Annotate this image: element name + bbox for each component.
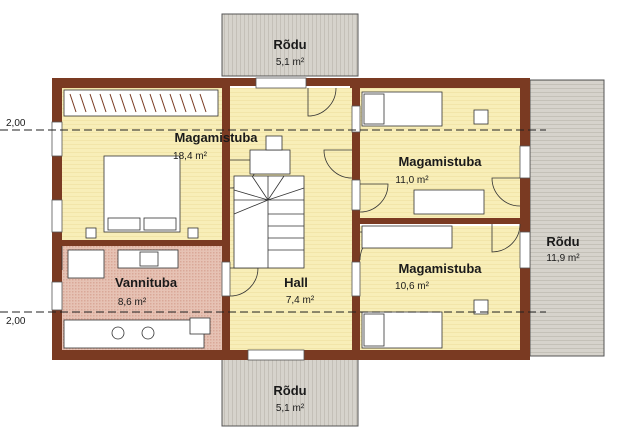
room-name-balcony-right: Rõdu — [546, 234, 579, 249]
room-area-balcony-right: 11,9 m² — [546, 253, 580, 264]
room-name-bedroom-large: Magamistuba — [174, 130, 258, 145]
balcony-top — [221, 13, 359, 77]
room-area-bathroom: 8,6 m² — [118, 297, 147, 308]
room-area-balcony-bottom: 5,1 m² — [276, 403, 305, 414]
balcony-right — [529, 79, 605, 357]
room-area-bedroom-se: 10,6 m² — [395, 281, 430, 292]
bathtub — [67, 249, 105, 279]
level-label-upper: 2,00 — [6, 118, 26, 129]
room-area-bedroom-ne: 11,0 m² — [395, 175, 429, 186]
staircase — [233, 175, 305, 269]
room-name-bedroom-ne: Magamistuba — [398, 154, 482, 169]
room-name-balcony-top: Rõdu — [273, 37, 306, 52]
bath-cabinet — [63, 319, 205, 349]
room-name-bedroom-se: Magamistuba — [398, 261, 482, 276]
room-name-bathroom: Vannituba — [115, 275, 178, 290]
windows — [51, 77, 531, 361]
room-name-hall: Hall — [284, 275, 308, 290]
level-lines — [0, 129, 546, 313]
room-name-balcony-bottom: Rõdu — [273, 383, 306, 398]
toilet — [189, 317, 211, 335]
desk-hall — [249, 149, 291, 175]
room-area-balcony-top: 5,1 m² — [276, 57, 305, 68]
wardrobe — [63, 89, 219, 117]
room-area-bedroom-large: 18,4 m² — [173, 151, 208, 162]
room-area-hall: 7,4 m² — [286, 295, 315, 306]
desk-se — [361, 225, 453, 249]
balcony-bottom — [221, 357, 359, 427]
level-label-lower: 2,00 — [6, 316, 26, 327]
desk-ne — [413, 189, 485, 215]
furniture — [63, 91, 489, 349]
